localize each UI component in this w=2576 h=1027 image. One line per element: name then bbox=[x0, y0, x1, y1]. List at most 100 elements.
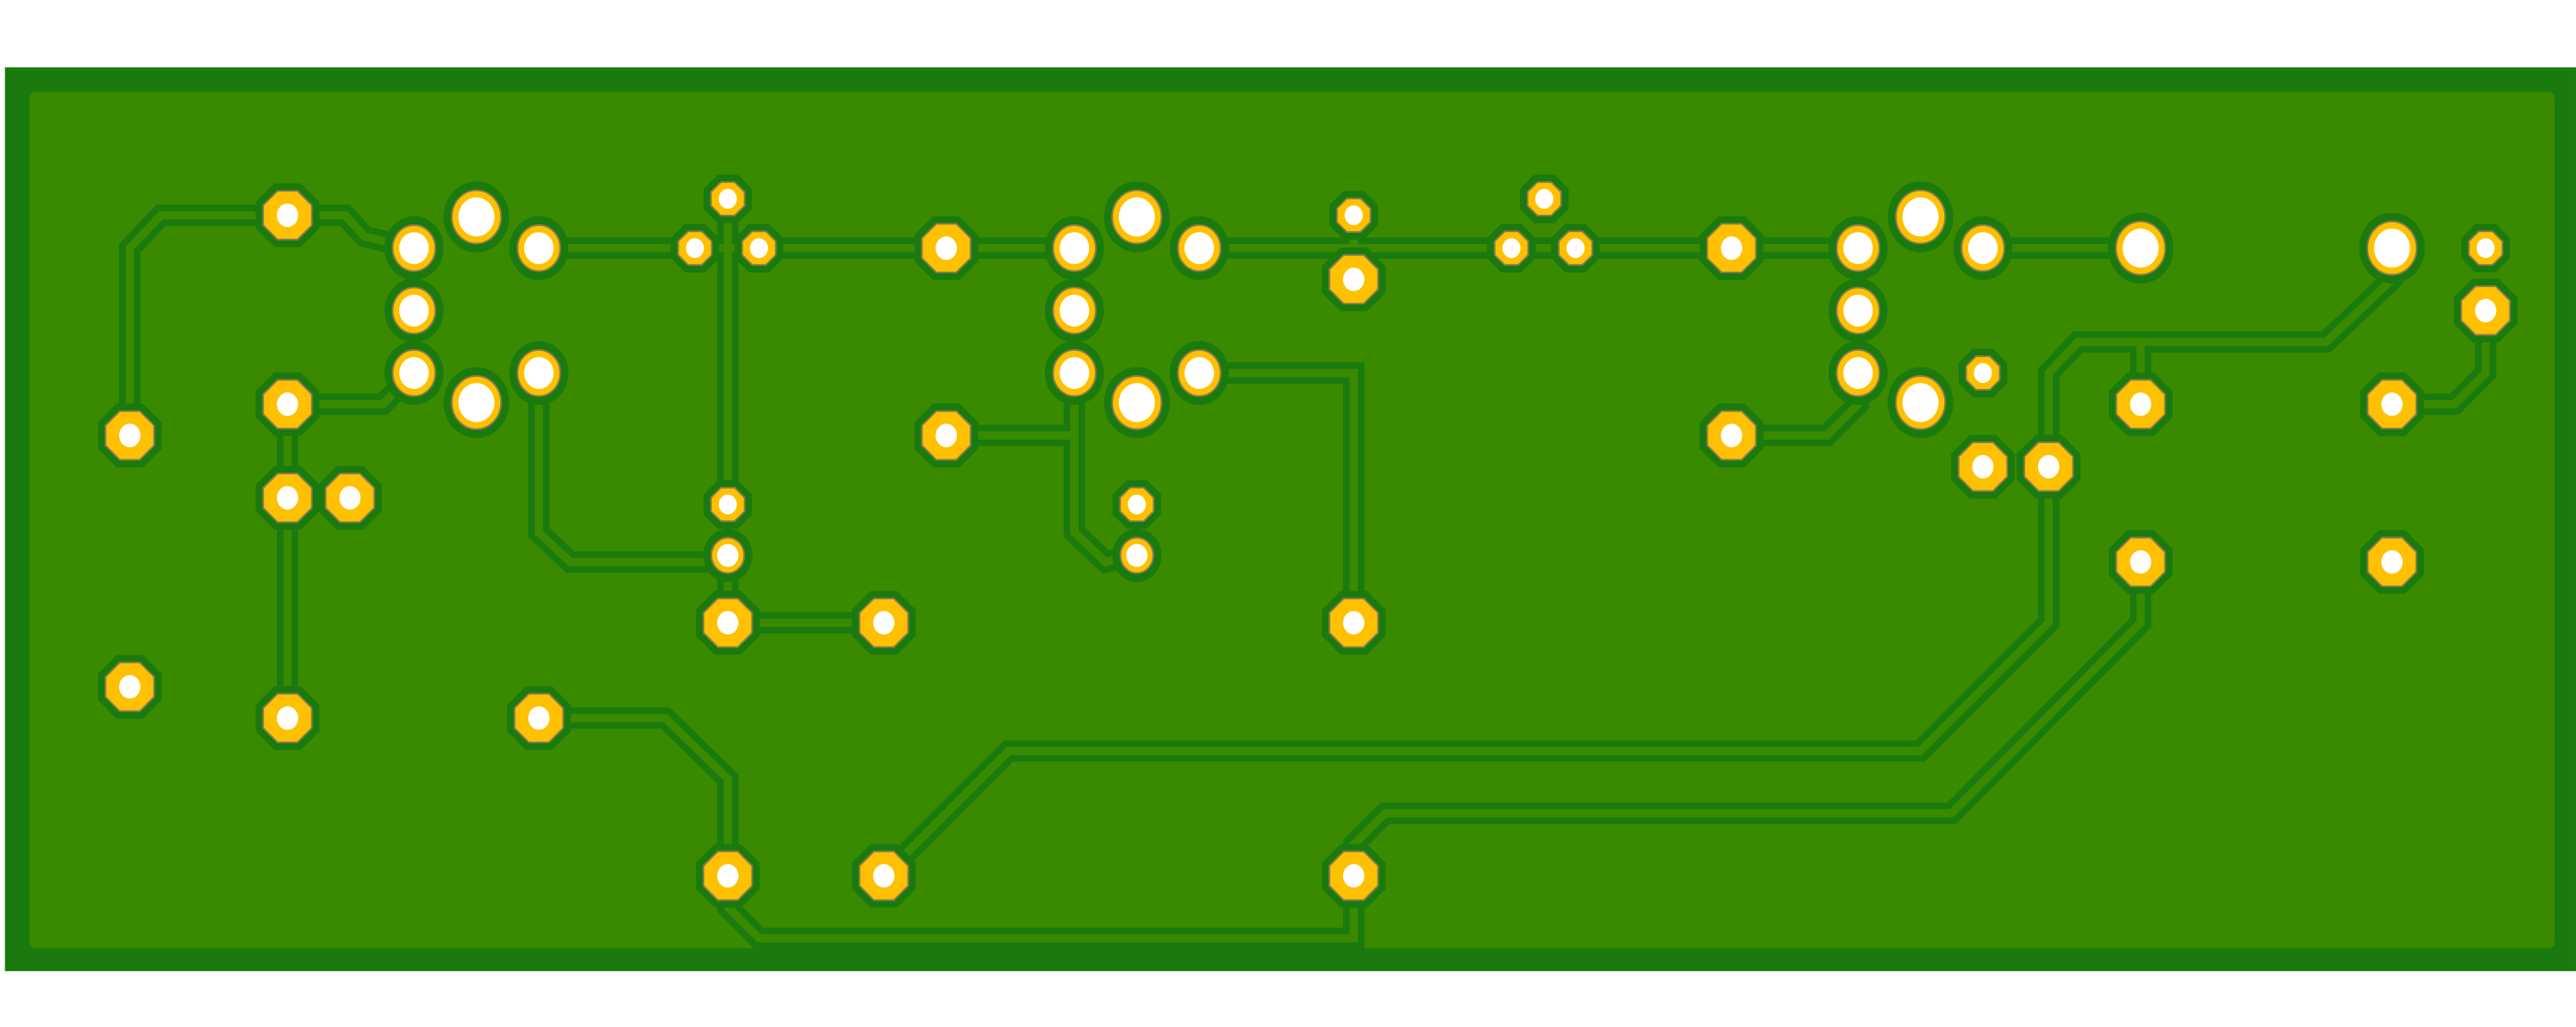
round-pad bbox=[443, 181, 510, 253]
octagon-pad bbox=[696, 591, 760, 655]
drill-hole bbox=[1060, 232, 1090, 265]
octagon-pad bbox=[97, 654, 162, 719]
drill-hole bbox=[1342, 267, 1365, 291]
round-pad bbox=[1044, 216, 1104, 280]
drill-hole bbox=[1128, 494, 1147, 515]
trace bbox=[880, 247, 2397, 880]
octagon-pad bbox=[1951, 435, 2016, 499]
drill-hole bbox=[935, 423, 958, 448]
octagon-pad bbox=[255, 183, 320, 247]
drill-hole bbox=[528, 706, 550, 730]
octagon-pad bbox=[255, 466, 320, 530]
octagon-pad bbox=[255, 686, 320, 750]
drill-hole bbox=[1843, 294, 1873, 327]
drill-hole bbox=[458, 383, 495, 423]
octagon-pad bbox=[97, 404, 162, 467]
pads bbox=[97, 174, 2518, 908]
octagon-pad bbox=[2460, 223, 2510, 272]
drill-hole bbox=[2373, 229, 2410, 268]
round-pad bbox=[1887, 181, 1954, 253]
octagon-pad bbox=[1551, 223, 1600, 272]
drill-hole bbox=[716, 611, 739, 635]
round-pad bbox=[1044, 279, 1104, 343]
drill-hole bbox=[1118, 197, 1155, 237]
octagon-pad bbox=[735, 223, 784, 272]
octagon-pad bbox=[703, 479, 753, 529]
octagon-pad bbox=[1486, 223, 1536, 272]
octagon-pad bbox=[1112, 479, 1161, 529]
drill-hole bbox=[935, 236, 958, 260]
drill-hole bbox=[1843, 232, 1873, 265]
round-pad bbox=[2107, 212, 2174, 284]
drill-hole bbox=[1060, 294, 1090, 327]
drill-hole bbox=[1967, 232, 1998, 265]
drill-hole bbox=[1972, 454, 1994, 479]
round-pad bbox=[384, 279, 444, 343]
drill-hole bbox=[1118, 383, 1155, 423]
round-pad bbox=[1828, 216, 1888, 280]
round-pad bbox=[1112, 529, 1162, 582]
round-pad bbox=[2359, 212, 2425, 284]
drill-hole bbox=[1721, 236, 1742, 260]
drill-hole bbox=[119, 674, 141, 699]
drill-hole bbox=[1535, 189, 1554, 210]
round-pad bbox=[1044, 341, 1104, 405]
octagon-pad bbox=[696, 843, 760, 908]
trace bbox=[535, 373, 728, 567]
octagon-pad bbox=[2360, 529, 2424, 594]
drill-hole bbox=[2476, 238, 2495, 259]
round-pad bbox=[703, 529, 753, 582]
drill-hole bbox=[1060, 357, 1090, 390]
drill-hole bbox=[523, 232, 554, 265]
round-pad bbox=[1104, 181, 1170, 253]
drill-hole bbox=[685, 238, 704, 259]
drill-hole bbox=[2381, 550, 2403, 574]
octagon-pad bbox=[507, 686, 572, 750]
round-pad bbox=[1828, 341, 1888, 405]
round-pad bbox=[1169, 341, 1229, 405]
octagon-pad bbox=[2016, 435, 2081, 499]
round-pad bbox=[384, 341, 444, 405]
drill-hole bbox=[872, 611, 895, 635]
drill-hole bbox=[872, 864, 895, 888]
octagon-pad bbox=[703, 174, 753, 223]
drill-hole bbox=[2123, 229, 2159, 268]
drill-hole bbox=[718, 189, 737, 210]
drill-hole bbox=[277, 204, 298, 228]
drill-hole bbox=[458, 197, 495, 237]
drill-hole bbox=[1342, 611, 1365, 635]
drill-hole bbox=[1902, 197, 1939, 237]
octagon-pad bbox=[1322, 247, 1386, 311]
octagon-pad bbox=[2109, 372, 2173, 436]
drill-hole bbox=[1566, 238, 1585, 259]
round-pad bbox=[1953, 216, 2013, 280]
octagon-pad bbox=[1329, 191, 1379, 240]
drill-hole bbox=[277, 392, 298, 416]
octagon-pad bbox=[914, 404, 979, 467]
drill-hole bbox=[1126, 543, 1148, 567]
drill-hole bbox=[2474, 298, 2497, 323]
octagon-pad bbox=[317, 466, 382, 530]
drill-hole bbox=[523, 357, 554, 390]
round-pad bbox=[509, 341, 569, 405]
octagon-pad bbox=[1958, 348, 2008, 398]
round-pad bbox=[1104, 366, 1170, 439]
octagon-pad bbox=[2109, 529, 2173, 594]
drill-hole bbox=[1184, 232, 1215, 265]
round-pad bbox=[1828, 279, 1888, 343]
drill-hole bbox=[716, 543, 739, 567]
octagon-pad bbox=[1699, 404, 1764, 467]
drill-hole bbox=[2037, 454, 2060, 479]
round-pad bbox=[1887, 366, 1954, 439]
octagon-pad bbox=[670, 223, 720, 272]
octagon-pad bbox=[852, 591, 916, 655]
drill-hole bbox=[718, 494, 737, 515]
drill-hole bbox=[399, 357, 429, 390]
round-pad bbox=[443, 366, 510, 439]
trace bbox=[1199, 368, 1358, 623]
drill-hole bbox=[277, 485, 298, 510]
octagon-pad bbox=[852, 843, 916, 908]
octagon-pad bbox=[255, 372, 320, 436]
drill-hole bbox=[277, 706, 298, 730]
